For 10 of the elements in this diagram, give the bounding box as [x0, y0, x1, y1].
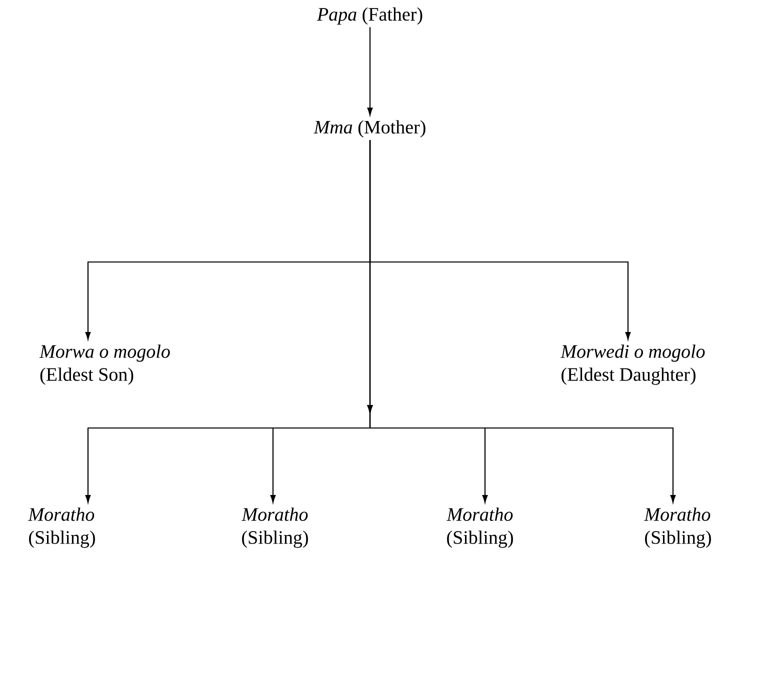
kinship-label: Moratho (Sibling) [644, 508, 711, 548]
kinship-label: Mma (Mother) [314, 120, 426, 138]
kinship-label: Papa (Father) [316, 7, 422, 25]
kinship-label: Moratho (Sibling) [446, 508, 513, 548]
kinship-label: Morwedi o mogolo (Eldest Daughter) [560, 344, 705, 385]
arrow [367, 140, 676, 503]
arrow [367, 27, 373, 116]
kinship-label: Moratho (Sibling) [242, 508, 308, 548]
kinship-label: Morwa o mogolo (Eldest Son) [39, 344, 170, 385]
kinship-label: Moratho (Sibling) [28, 508, 95, 548]
